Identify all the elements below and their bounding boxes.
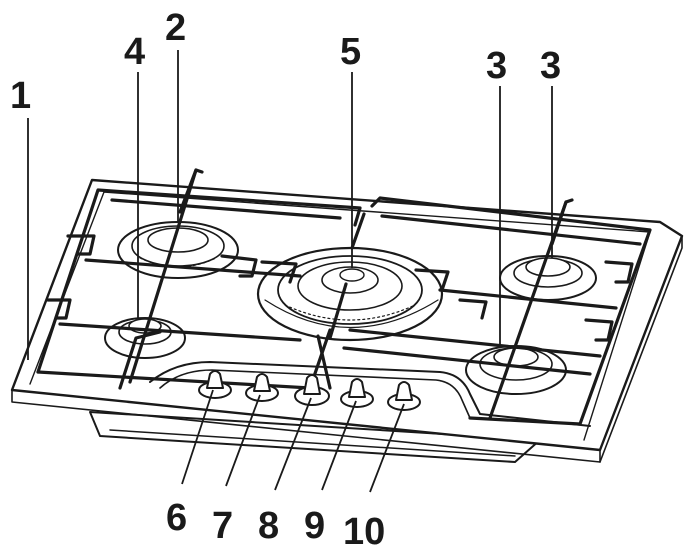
leader-9 [321, 400, 357, 491]
label-3b: 3 [540, 45, 561, 87]
label-10: 10 [343, 511, 385, 551]
leader-7 [225, 394, 261, 487]
knob-6 [198, 370, 232, 399]
label-7: 7 [212, 505, 233, 547]
leader-lines [27, 50, 553, 493]
knob-9 [340, 378, 374, 408]
knob-group [198, 370, 421, 411]
label-4: 4 [124, 31, 145, 73]
callout-labels: 1 2 3 3 4 5 6 7 8 9 10 [10, 7, 561, 551]
leader-6 [181, 389, 214, 485]
burner-rear-right [499, 255, 597, 301]
knob-8 [294, 374, 330, 406]
pan-support-center [260, 212, 450, 390]
label-2: 2 [165, 7, 186, 49]
label-8: 8 [258, 505, 279, 547]
burner-center-wok [256, 246, 444, 342]
knob-10 [387, 381, 421, 411]
label-5: 5 [340, 31, 361, 73]
pan-support-right [342, 196, 652, 426]
label-9: 9 [304, 505, 325, 547]
leader-10 [369, 403, 405, 493]
knob-7 [245, 373, 279, 402]
label-1: 1 [10, 75, 31, 117]
label-3a: 3 [486, 45, 507, 87]
control-panel [149, 361, 591, 427]
label-6: 6 [166, 497, 187, 539]
leader-8 [274, 397, 312, 491]
